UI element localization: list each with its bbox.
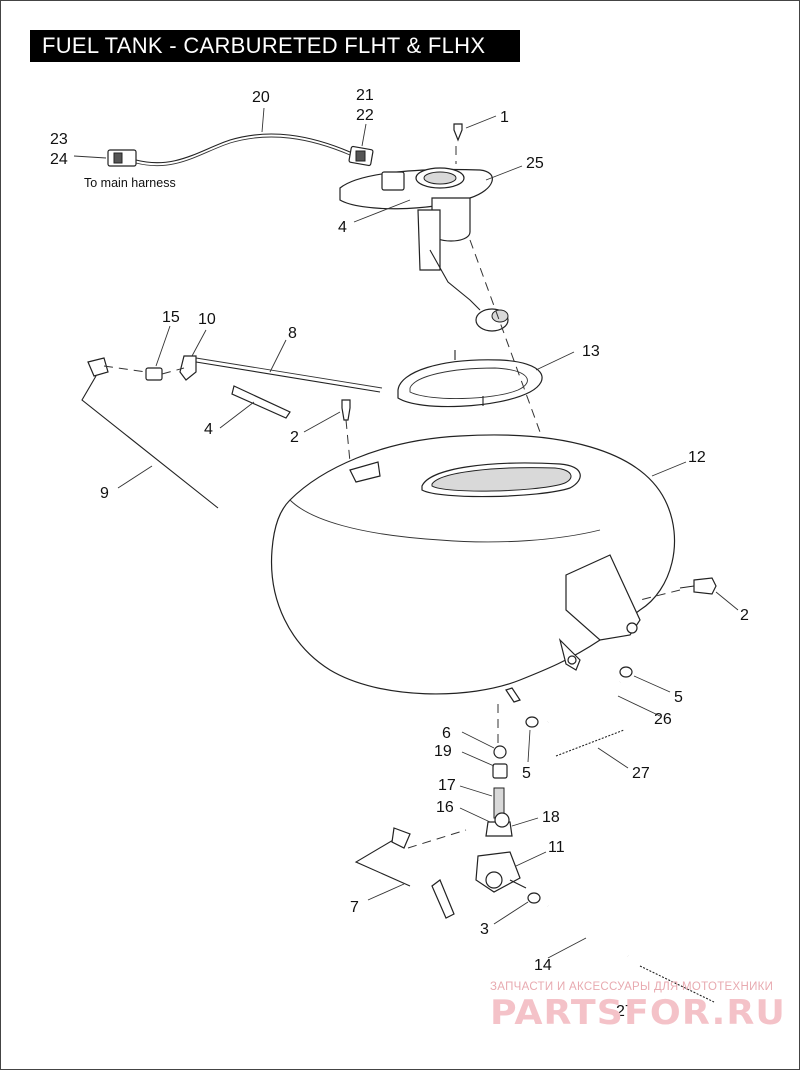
callout-3: 3 xyxy=(480,921,489,938)
hoses-and-springs xyxy=(525,666,715,1003)
wiring-harness xyxy=(107,133,374,167)
callout-numbers: 1 2 2 3 4 4 5 5 6 7 8 9 10 11 12 13 14 1… xyxy=(50,87,749,1020)
callout-20: 20 xyxy=(252,89,270,106)
callout-17: 17 xyxy=(438,777,456,794)
callout-2-upper: 2 xyxy=(290,429,299,446)
callout-14: 14 xyxy=(534,957,552,974)
callout-19: 19 xyxy=(434,743,452,760)
callout-13: 13 xyxy=(582,343,600,360)
callout-27-lower: 27 xyxy=(616,1003,634,1020)
callout-5-left: 5 xyxy=(522,765,531,782)
watermark-tagline: ЗАПЧАСТИ И АКСЕССУАРЫ ДЛЯ МОТОТЕХНИКИ xyxy=(490,981,773,993)
callout-16: 16 xyxy=(436,799,454,816)
fuel-pump-assembly xyxy=(339,123,509,332)
callout-7: 7 xyxy=(350,899,359,916)
callout-25: 25 xyxy=(526,155,544,172)
gasket xyxy=(397,350,543,408)
leader-lines xyxy=(73,107,739,959)
callout-26: 26 xyxy=(654,711,672,728)
callout-9: 9 xyxy=(100,485,109,502)
callout-21: 21 xyxy=(356,87,374,104)
callout-27-upper: 27 xyxy=(632,765,650,782)
diagram-title: FUEL TANK - CARBURETED FLHT & FLHX xyxy=(30,30,520,62)
fuel-tank xyxy=(270,434,676,703)
callout-11: 11 xyxy=(548,839,565,856)
callout-15: 15 xyxy=(162,309,180,326)
callout-18: 18 xyxy=(542,809,560,826)
assembly-lines xyxy=(103,146,681,849)
callout-2-lower: 2 xyxy=(740,607,749,624)
fuel-valve-assembly xyxy=(475,745,527,893)
callout-24: 24 xyxy=(50,151,68,168)
watermark-brand: PARTSFOR.RU xyxy=(490,993,786,1033)
harness-note: To main harness xyxy=(84,176,176,190)
callout-22: 22 xyxy=(356,107,374,124)
bolts xyxy=(341,399,717,595)
callout-4-upper: 4 xyxy=(338,219,347,236)
callout-23: 23 xyxy=(50,131,68,148)
petcock-cable xyxy=(354,827,455,919)
vent-line-assembly xyxy=(81,355,383,509)
callout-5-right: 5 xyxy=(674,689,683,706)
callout-4-lower: 4 xyxy=(204,421,213,438)
callout-8: 8 xyxy=(288,325,297,342)
callout-1: 1 xyxy=(500,109,509,126)
watermark: ЗАПЧАСТИ И АКСЕССУАРЫ ДЛЯ МОТОТЕХНИКИ PA… xyxy=(490,981,786,1033)
callout-6: 6 xyxy=(442,725,451,742)
callout-10: 10 xyxy=(198,311,216,328)
callout-12: 12 xyxy=(688,449,706,466)
